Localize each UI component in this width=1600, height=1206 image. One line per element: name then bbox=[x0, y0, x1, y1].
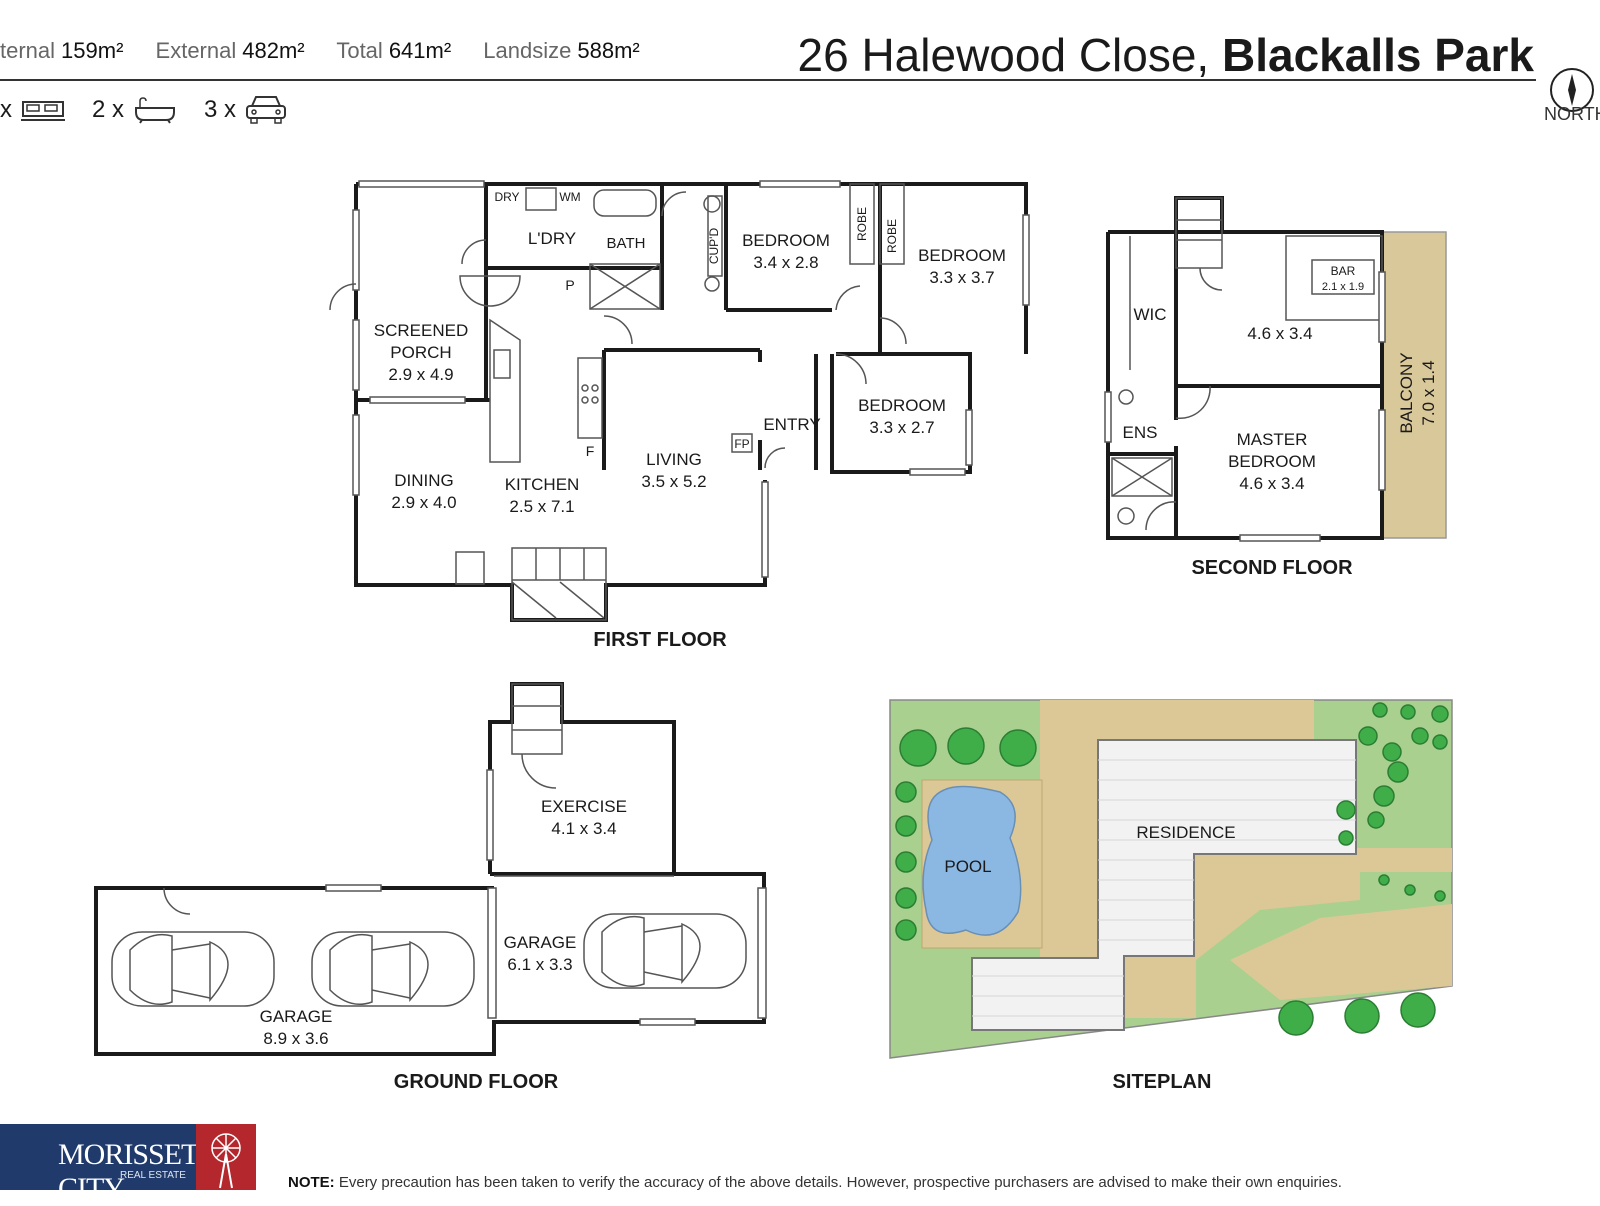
garage-small-name: GARAGE bbox=[504, 933, 577, 952]
balcony-area bbox=[1381, 231, 1447, 539]
note-text: Every precaution has been taken to verif… bbox=[338, 1174, 1342, 1191]
wic-label: WIC bbox=[1133, 305, 1166, 324]
logo-tagline: REAL ESTATE bbox=[120, 1170, 186, 1181]
living-dim: 3.5 x 5.2 bbox=[641, 472, 706, 491]
external-value: 482m² bbox=[242, 38, 305, 63]
note-lead: NOTE: bbox=[288, 1174, 335, 1191]
bed-count: x bbox=[0, 96, 12, 123]
exercise-dim: 4.1 x 3.4 bbox=[551, 819, 616, 838]
landsize-value: 588m² bbox=[577, 38, 640, 63]
residence-footprint bbox=[971, 739, 1357, 1031]
address-suburb: Blackalls Park bbox=[1221, 29, 1534, 81]
bedroom-1-name: BEDROOM bbox=[742, 231, 830, 250]
bath-label: BATH bbox=[607, 235, 646, 252]
garage-big-name: GARAGE bbox=[260, 1007, 333, 1026]
siteplan-title: SITEPLAN bbox=[1113, 1071, 1212, 1093]
pool-label: POOL bbox=[944, 857, 991, 876]
north-label: NORTH bbox=[1544, 104, 1600, 124]
porch-name-2: PORCH bbox=[390, 343, 451, 362]
pantry-label: P bbox=[565, 277, 574, 293]
ground-floor-title: GROUND FLOOR bbox=[394, 1071, 559, 1093]
bar-label: BAR bbox=[1331, 264, 1356, 278]
upper-room-dim: 4.6 x 3.4 bbox=[1247, 324, 1312, 343]
residence-label: RESIDENCE bbox=[1136, 823, 1235, 842]
car-icon bbox=[246, 96, 287, 124]
dining-dim: 2.9 x 4.0 bbox=[391, 493, 456, 512]
exercise-name: EXERCISE bbox=[541, 797, 627, 816]
bedroom-1-dim: 3.4 x 2.8 bbox=[753, 253, 818, 272]
car-outline-3 bbox=[583, 913, 747, 989]
bedroom-2-dim: 3.3 x 3.7 bbox=[929, 268, 994, 287]
laundry-label: L'DRY bbox=[528, 229, 576, 248]
bar-dim: 2.1 x 1.9 bbox=[1322, 281, 1364, 293]
cupboard-label: CUP'D bbox=[707, 228, 721, 265]
landsize-label: Landsize bbox=[483, 38, 572, 63]
first-floor-title: FIRST FLOOR bbox=[593, 629, 727, 651]
siteplan-labels: RESIDENCE POOL SITEPLAN bbox=[944, 823, 1235, 1093]
bathtub-icon bbox=[135, 97, 176, 124]
ground-floor-labels: EXERCISE 4.1 x 3.4 GARAGE 6.1 x 3.3 GARA… bbox=[260, 797, 627, 1093]
pool-shape bbox=[922, 785, 1022, 936]
car-outline-2 bbox=[311, 931, 475, 1007]
fridge-label: F bbox=[586, 443, 595, 459]
balcony-label: BALCONY bbox=[1397, 352, 1416, 433]
living-name: LIVING bbox=[646, 450, 702, 469]
address-street: 26 Halewood Close, bbox=[797, 29, 1210, 81]
washing-machine-label: WM bbox=[559, 190, 580, 204]
internal-value: 159m² bbox=[61, 38, 124, 63]
entry-label: ENTRY bbox=[763, 415, 820, 434]
external-label: External bbox=[155, 38, 237, 63]
porch-name-1: SCREENED bbox=[374, 321, 468, 340]
bath-count: 2 x bbox=[92, 96, 125, 123]
kitchen-dim: 2.5 x 7.1 bbox=[509, 497, 574, 516]
second-floor-plan bbox=[1104, 196, 1447, 542]
site-trees bbox=[895, 702, 1449, 1036]
internal-label: ternal bbox=[0, 38, 56, 63]
bedroom-3-dim: 3.3 x 2.7 bbox=[869, 418, 934, 437]
siteplan bbox=[889, 699, 1453, 1059]
agency-logo: MORISSET CITY REAL ESTATE bbox=[0, 1124, 256, 1205]
robe-label-2: ROBE bbox=[885, 219, 899, 253]
fireplace-label: FP bbox=[734, 437, 749, 451]
bed-icon bbox=[21, 101, 65, 121]
master-name-2: BEDROOM bbox=[1228, 452, 1316, 471]
property-address: 26 Halewood Close, Blackalls Park bbox=[798, 28, 1534, 82]
dining-name: DINING bbox=[394, 471, 454, 490]
bedroom-3-name: BEDROOM bbox=[858, 396, 946, 415]
header-divider bbox=[0, 79, 1536, 81]
total-value: 641m² bbox=[388, 38, 452, 63]
master-name-1: MASTER bbox=[1237, 430, 1308, 449]
second-floor-labels: WIC ENS BAR 2.1 x 1.9 4.6 x 3.4 MASTER B… bbox=[1123, 264, 1438, 579]
car-outline-1 bbox=[111, 931, 275, 1007]
windmill-icon bbox=[196, 1124, 256, 1190]
first-floor-labels: DRY WM L'DRY BATH CUP'D P F FP ROBE ROBE… bbox=[374, 190, 1006, 651]
master-dim: 4.6 x 3.4 bbox=[1239, 474, 1304, 493]
total-label: Total bbox=[336, 38, 383, 63]
ground-floor-plan bbox=[94, 682, 767, 1056]
ens-label: ENS bbox=[1123, 423, 1158, 442]
dryer-label: DRY bbox=[494, 190, 519, 204]
porch-dim: 2.9 x 4.9 bbox=[388, 365, 453, 384]
balcony-dim: 7.0 x 1.4 bbox=[1419, 360, 1438, 425]
garage-big-dim: 8.9 x 3.6 bbox=[263, 1029, 328, 1048]
first-floor-details bbox=[329, 180, 1030, 621]
bedroom-2-name: BEDROOM bbox=[918, 246, 1006, 265]
garage-small-dim: 6.1 x 3.3 bbox=[507, 955, 572, 974]
kitchen-name: KITCHEN bbox=[505, 475, 580, 494]
second-floor-title: SECOND FLOOR bbox=[1191, 557, 1353, 579]
feature-counts: x 2 x 3 x bbox=[0, 94, 314, 126]
robe-label-1: ROBE bbox=[855, 207, 869, 241]
north-compass-icon bbox=[1550, 68, 1594, 112]
disclaimer-note: NOTE: Every precaution has been taken to… bbox=[288, 1174, 1342, 1191]
car-count: 3 x bbox=[204, 96, 237, 123]
